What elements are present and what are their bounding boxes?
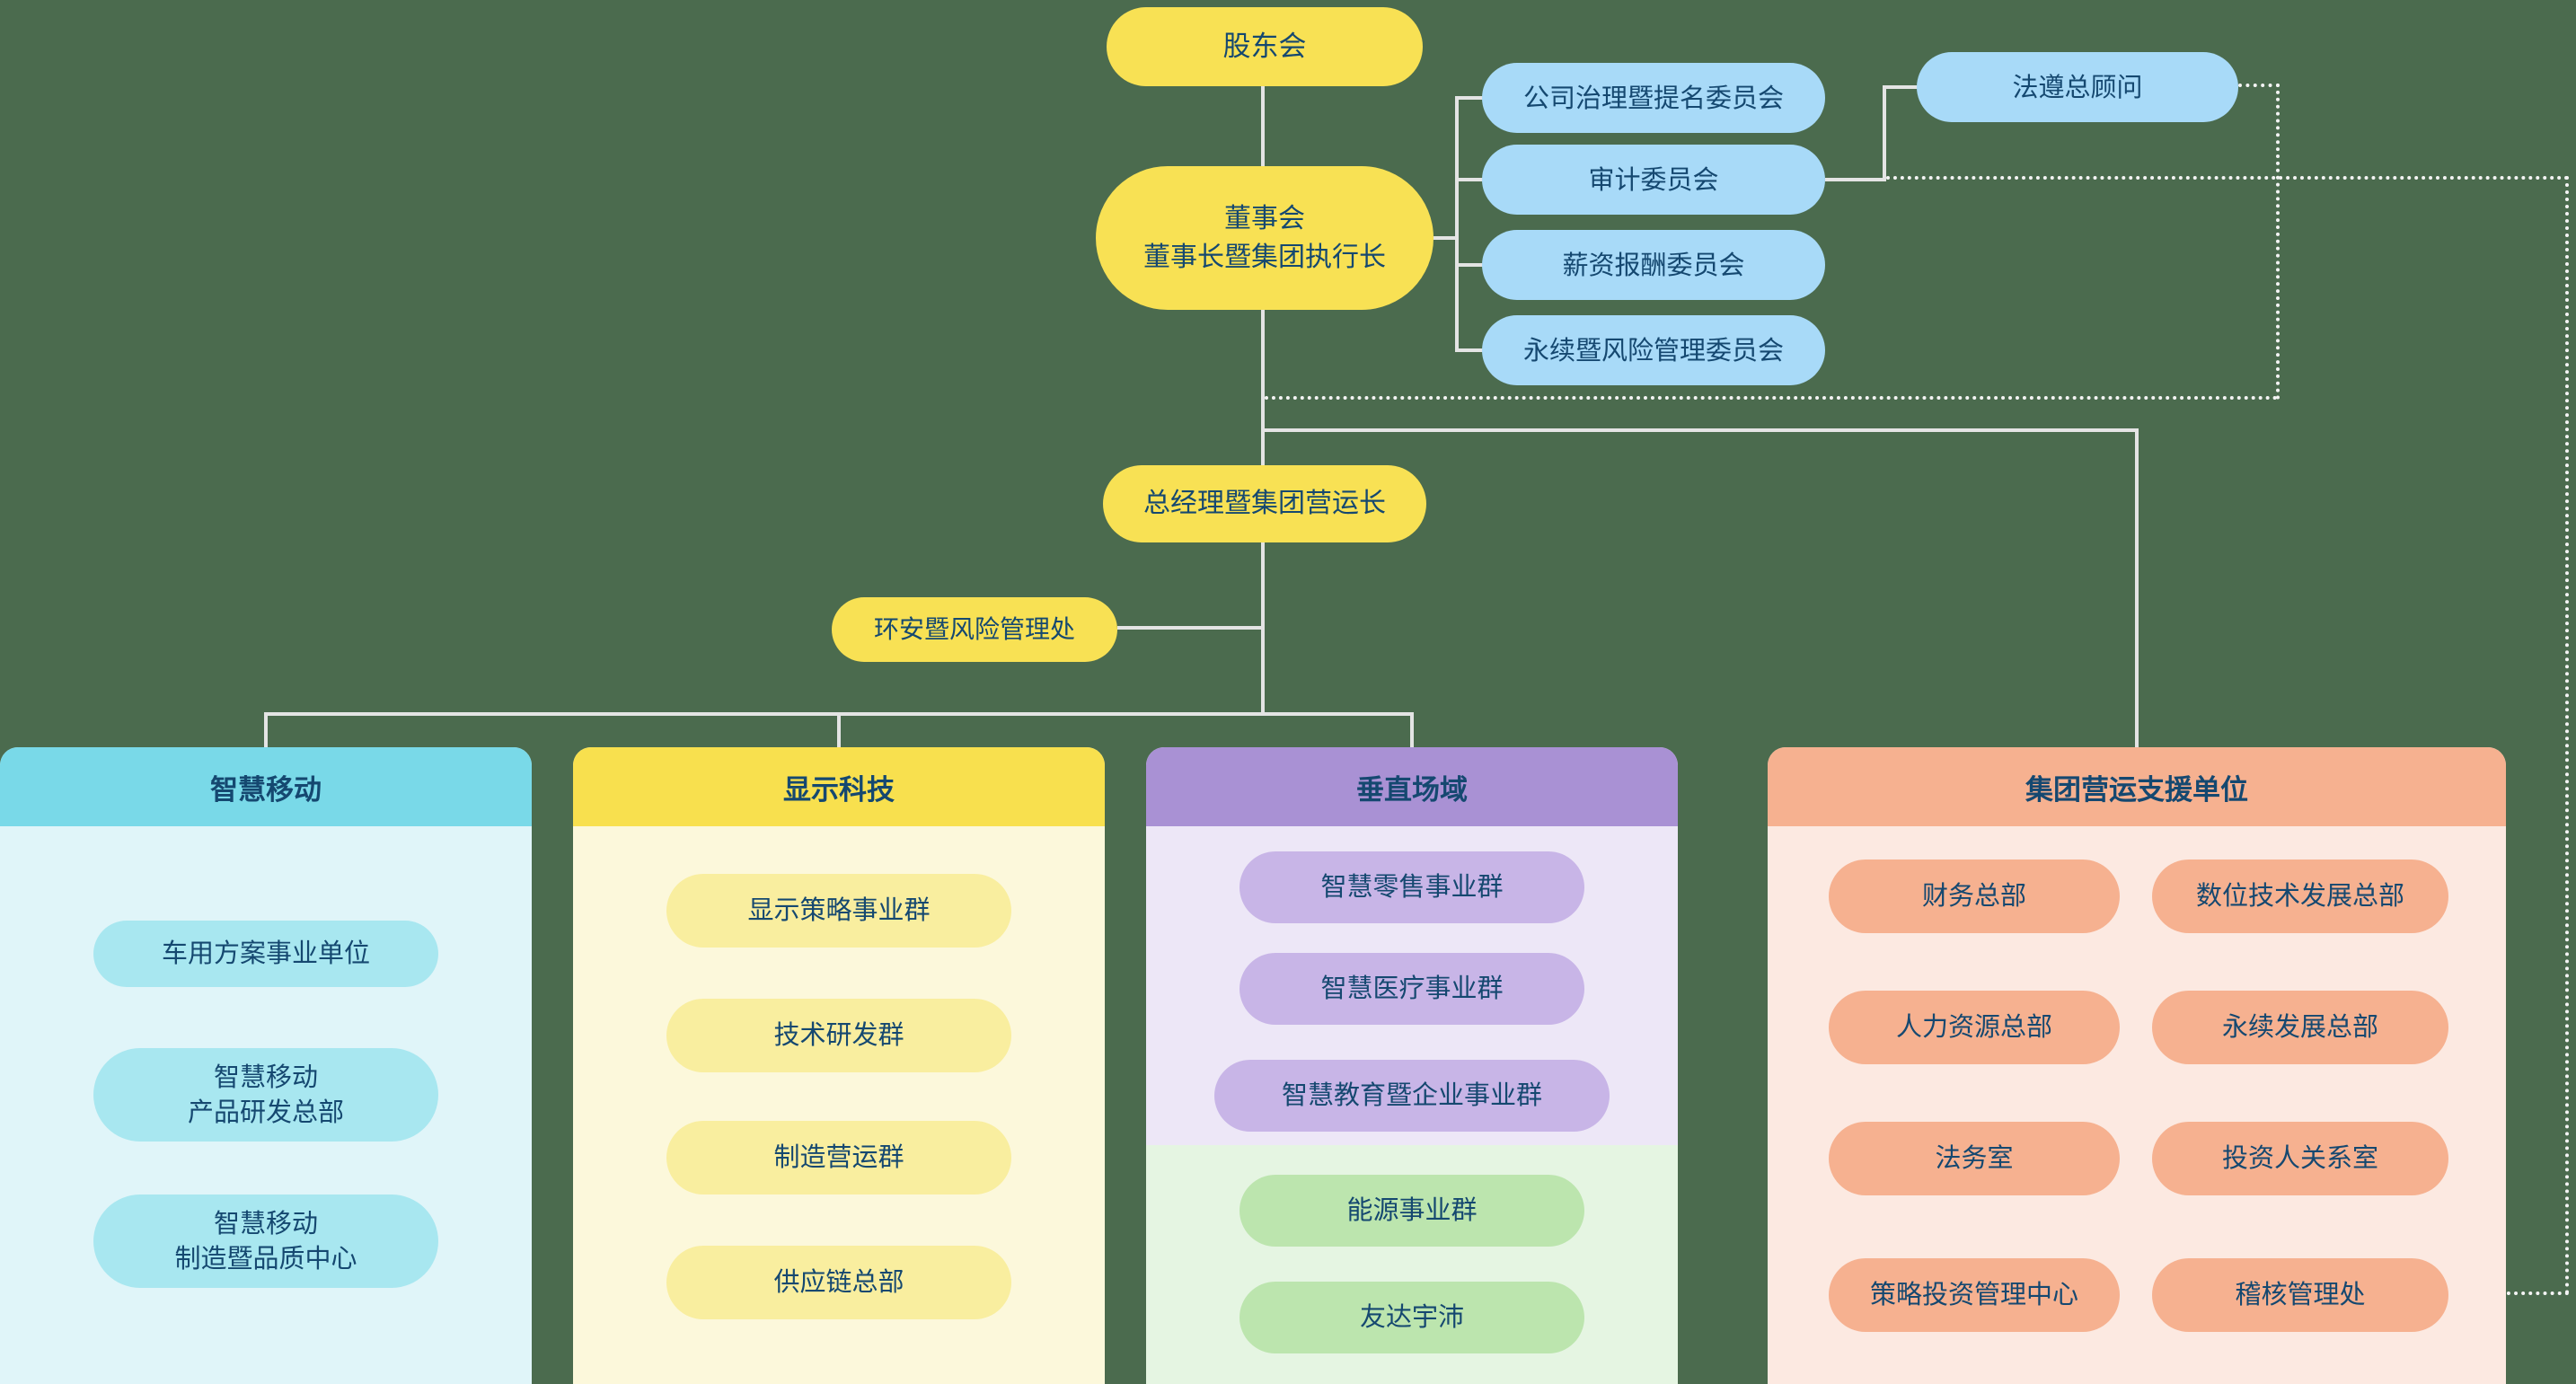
node-auo-envirotech-label: 友达宇沛 xyxy=(1359,1301,1464,1333)
node-energy-bg: 能源事业群 xyxy=(1239,1175,1584,1247)
node-shareholders: 股东会 xyxy=(1107,7,1423,86)
node-internal-audit: 稽核管理处 xyxy=(2152,1258,2448,1332)
node-mobility-product-rd: 智慧移动 产品研发总部 xyxy=(93,1048,438,1142)
node-mobility-mfg-quality-line1: 智慧移动 xyxy=(213,1207,318,1239)
card-group-support-title: 集团营运支援单位 xyxy=(2025,773,2248,807)
node-committee-sustainability-label: 永续暨风险管理委员会 xyxy=(1522,334,1784,366)
card-vertical-domains-title: 垂直场域 xyxy=(1356,773,1468,807)
node-president-label: 总经理暨集团营运长 xyxy=(1143,488,1386,520)
dotted-compliance-right xyxy=(2238,84,2280,87)
card-vertical-domains-header: 垂直场域 xyxy=(1146,747,1678,826)
connector-support-drop xyxy=(2135,428,2139,749)
connector-ehs-stub xyxy=(1117,626,1263,630)
node-smart-healthcare-bg-label: 智慧医疗事业群 xyxy=(1320,973,1504,1004)
node-smart-healthcare-bg: 智慧医疗事业群 xyxy=(1239,953,1584,1025)
connector-board-support-h xyxy=(1261,428,2139,432)
node-mfg-operations-group: 制造营运群 xyxy=(666,1121,1011,1194)
node-board-line1: 董事会 xyxy=(1224,202,1305,234)
card-group-support: 集团营运支援单位 财务总部 数位技术发展总部 人力资源总部 永续发展总部 法务室… xyxy=(1768,747,2506,1384)
node-board: 董事会 董事长暨集团执行长 xyxy=(1096,166,1434,310)
connector-display-drop xyxy=(837,712,841,749)
connector-committees-spine xyxy=(1455,96,1459,352)
node-auo-envirotech: 友达宇沛 xyxy=(1239,1282,1584,1353)
connector-shareholders-board xyxy=(1261,86,1265,169)
node-smart-retail-bg-label: 智慧零售事业群 xyxy=(1320,871,1504,903)
node-smart-retail-bg: 智慧零售事业群 xyxy=(1239,851,1584,923)
node-shareholders-label: 股东会 xyxy=(1222,30,1307,63)
connector-audit-compliance-v xyxy=(1883,87,1886,181)
dotted-compliance-to-line xyxy=(1265,396,2278,400)
node-mobility-mfg-quality-line2: 制造暨品质中心 xyxy=(174,1243,357,1274)
node-automotive-solutions: 车用方案事业单位 xyxy=(93,921,438,987)
node-president: 总经理暨集团营运长 xyxy=(1103,465,1426,542)
node-sustainability-hq-label: 永续发展总部 xyxy=(2221,1011,2378,1043)
node-committee-audit-label: 审计委员会 xyxy=(1588,163,1719,195)
connector-committee1-stub xyxy=(1455,96,1484,100)
card-group-support-header: 集团营运支援单位 xyxy=(1768,747,2506,826)
card-smart-mobility-header: 智慧移动 xyxy=(0,747,532,826)
node-investor-relations-label: 投资人关系室 xyxy=(2221,1142,2378,1174)
node-committee-audit: 审计委员会 xyxy=(1482,145,1825,215)
connector-president-down xyxy=(1261,539,1265,716)
node-smart-education-enterprise-bg: 智慧教育暨企业事业群 xyxy=(1214,1060,1610,1132)
node-mobility-product-rd-line2: 产品研发总部 xyxy=(187,1097,344,1127)
dotted-audit-to-internal-audit xyxy=(2448,1291,2569,1295)
node-digital-tech-hq: 数位技术发展总部 xyxy=(2152,859,2448,933)
node-committee-governance: 公司治理暨提名委员会 xyxy=(1482,63,1825,133)
connector-committee2-stub xyxy=(1455,178,1484,181)
node-legal-office: 法务室 xyxy=(1829,1122,2120,1195)
node-sustainability-hq: 永续发展总部 xyxy=(2152,991,2448,1064)
connector-committee4-stub xyxy=(1455,348,1484,352)
dotted-audit-down xyxy=(2565,176,2569,1295)
node-internal-audit-label: 稽核管理处 xyxy=(2235,1279,2366,1310)
connector-mobility-drop xyxy=(264,712,268,749)
node-strategic-investment-center-label: 策略投资管理中心 xyxy=(1869,1279,2078,1310)
node-committee-sustainability: 永续暨风险管理委员会 xyxy=(1482,315,1825,385)
node-committee-governance-label: 公司治理暨提名委员会 xyxy=(1522,82,1784,113)
node-mfg-operations-group-label: 制造营运群 xyxy=(773,1142,904,1173)
node-finance-hq-label: 财务总部 xyxy=(1921,880,2026,912)
node-supply-chain-hq: 供应链总部 xyxy=(666,1246,1011,1319)
node-mobility-mfg-quality: 智慧移动 制造暨品质中心 xyxy=(93,1194,438,1288)
node-display-strategy-bg-label: 显示策略事业群 xyxy=(747,895,931,926)
connector-board-president xyxy=(1261,310,1265,467)
connector-committee3-stub xyxy=(1455,263,1484,267)
card-smart-mobility: 智慧移动 车用方案事业单位 智慧移动 产品研发总部 智慧移动 制造暨品质中心 xyxy=(0,747,532,1384)
node-supply-chain-hq-label: 供应链总部 xyxy=(773,1266,904,1298)
connector-compliance-stub xyxy=(1883,85,1919,89)
card-smart-mobility-title: 智慧移动 xyxy=(210,773,322,807)
card-display-tech-header: 显示科技 xyxy=(573,747,1105,826)
dotted-compliance-down xyxy=(2276,84,2280,400)
node-digital-tech-hq-label: 数位技术发展总部 xyxy=(2195,880,2404,912)
node-compliance-counsel-label: 法遵总顾问 xyxy=(2012,71,2143,102)
node-hr-hq: 人力资源总部 xyxy=(1829,991,2120,1064)
connector-vertical-drop xyxy=(1410,712,1414,749)
connector-audit-compliance-h xyxy=(1825,178,1886,181)
node-legal-office-label: 法务室 xyxy=(1935,1142,2014,1174)
node-finance-hq: 财务总部 xyxy=(1829,859,2120,933)
node-automotive-solutions-label: 车用方案事业单位 xyxy=(161,938,370,969)
node-mobility-product-rd-line1: 智慧移动 xyxy=(213,1061,318,1092)
node-committee-compensation-label: 薪资报酬委员会 xyxy=(1562,249,1745,280)
card-display-tech-title: 显示科技 xyxy=(783,773,895,807)
node-board-line2: 董事长暨集团执行长 xyxy=(1143,242,1386,273)
node-tech-rd-group: 技术研发群 xyxy=(666,999,1011,1072)
node-investor-relations: 投资人关系室 xyxy=(2152,1122,2448,1195)
dotted-audit-right xyxy=(1886,176,2569,180)
node-display-strategy-bg: 显示策略事业群 xyxy=(666,874,1011,948)
node-ehs-risk-label: 环安暨风险管理处 xyxy=(873,613,1075,644)
node-committee-compensation: 薪资报酬委员会 xyxy=(1482,230,1825,300)
node-smart-education-enterprise-bg-label: 智慧教育暨企业事业群 xyxy=(1281,1080,1542,1111)
node-energy-bg-label: 能源事业群 xyxy=(1346,1194,1478,1226)
node-tech-rd-group-label: 技术研发群 xyxy=(773,1019,904,1051)
node-compliance-counsel: 法遵总顾问 xyxy=(1917,52,2238,122)
node-ehs-risk: 环安暨风险管理处 xyxy=(832,597,1117,662)
card-vertical-domains: 垂直场域 智慧零售事业群 智慧医疗事业群 智慧教育暨企业事业群 能源事业群 友达… xyxy=(1146,747,1678,1384)
connector-board-committees xyxy=(1434,236,1459,240)
node-strategic-investment-center: 策略投资管理中心 xyxy=(1829,1258,2120,1332)
node-hr-hq-label: 人力资源总部 xyxy=(1895,1011,2052,1043)
card-display-tech: 显示科技 显示策略事业群 技术研发群 制造营运群 供应链总部 xyxy=(573,747,1105,1384)
